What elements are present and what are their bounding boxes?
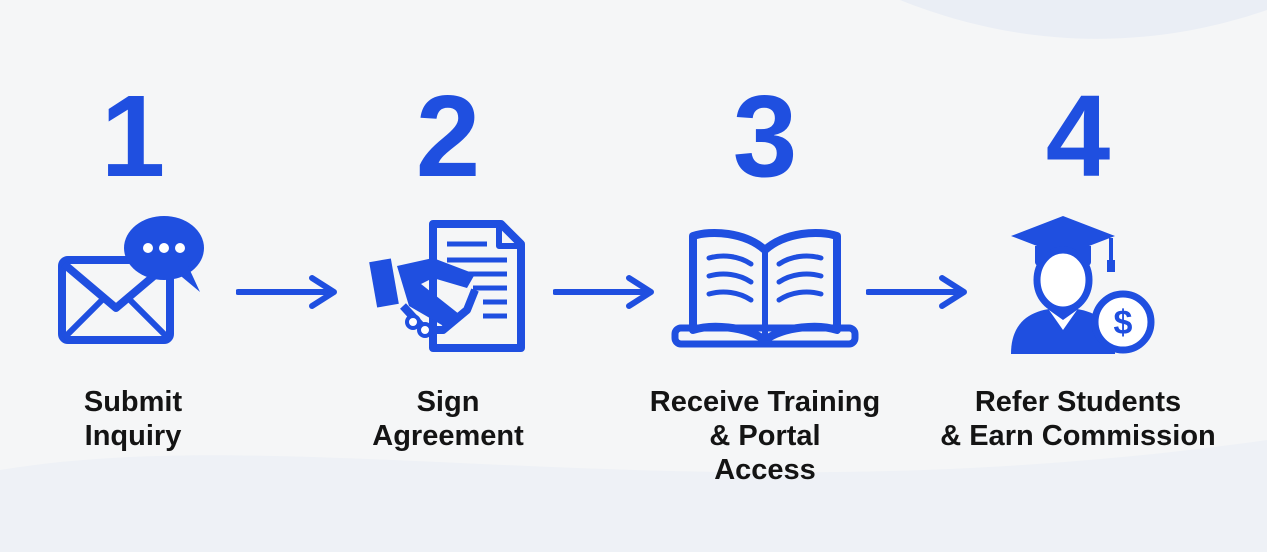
open-book-laptop-icon <box>615 210 915 360</box>
arrow-right-icon <box>236 275 337 309</box>
step-label: Refer Students & Earn Commission <box>940 386 1216 452</box>
step-1: 1 Submit Inquiry <box>0 0 283 552</box>
graduate-dollar-icon: $ <box>928 210 1228 360</box>
step-number: 4 <box>1045 71 1111 201</box>
step-number: 1 <box>100 71 166 201</box>
step-label: Submit Inquiry <box>83 386 183 452</box>
step-2: 2 Sign Agreement <box>298 0 598 552</box>
step-number: 3 <box>732 71 798 201</box>
step-number: 2 <box>415 71 481 201</box>
handshake-document-icon <box>298 210 598 360</box>
arrow-right-icon <box>553 275 654 309</box>
step-label: Sign Agreement <box>372 386 524 452</box>
envelope-chat-icon <box>0 210 283 360</box>
step-3: 3 Receive Training & Portal Access <box>615 0 915 552</box>
svg-text:$: $ <box>1114 304 1133 342</box>
arrow-right-icon <box>866 275 967 309</box>
step-4: 4 $ Refer Students & Earn Commission <box>928 0 1228 552</box>
step-label: Receive Training & Portal Access <box>649 386 881 486</box>
